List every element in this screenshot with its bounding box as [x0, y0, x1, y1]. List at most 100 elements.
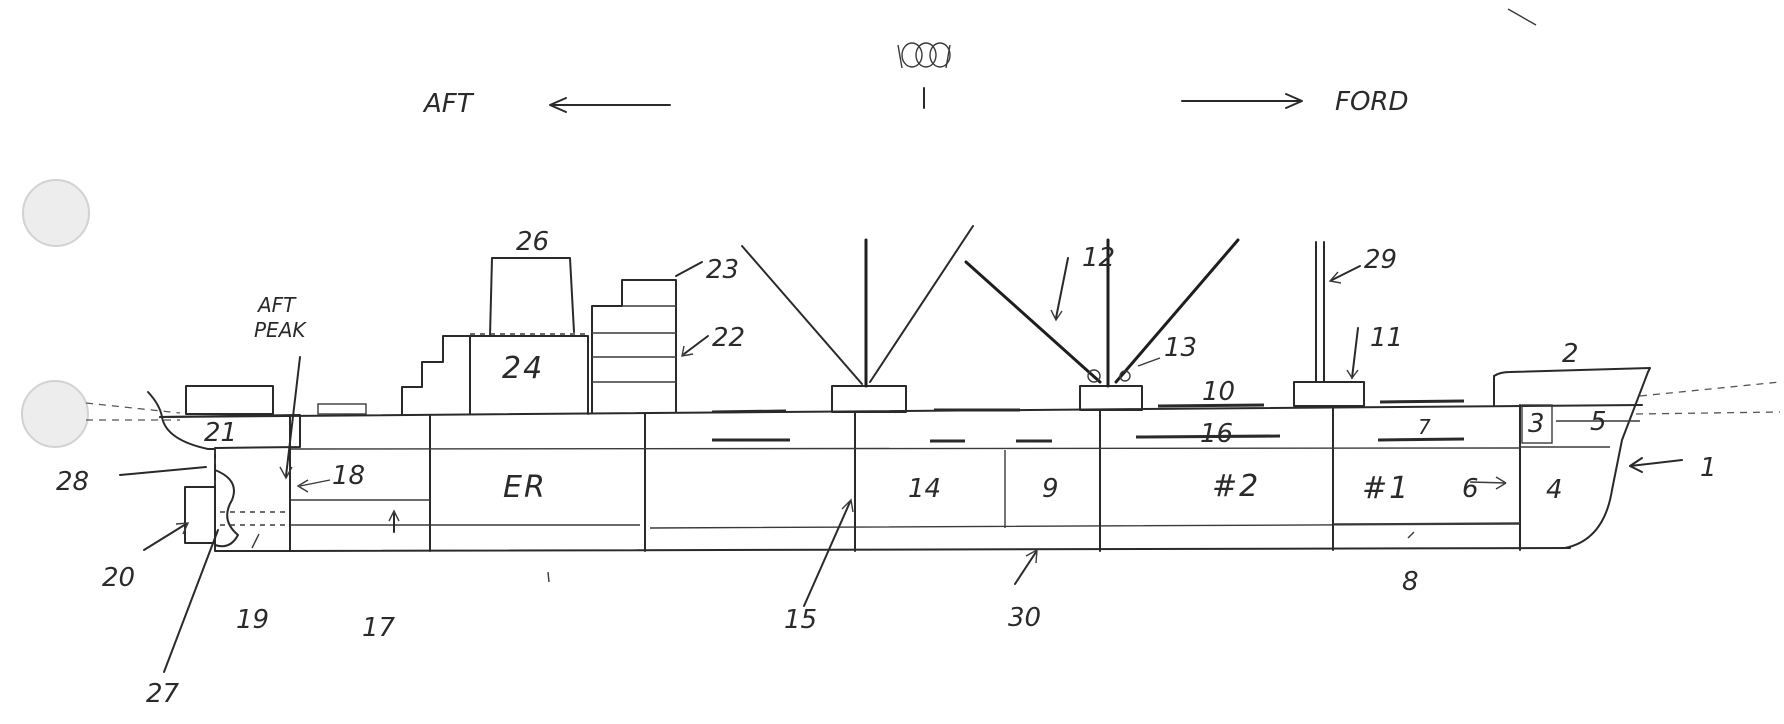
- hatch-7-lower: [1377, 437, 1465, 442]
- stray-mark: [547, 571, 550, 583]
- house-24: [469, 335, 589, 415]
- leader-30: [1014, 551, 1037, 585]
- label-engine-room: ER: [503, 470, 547, 505]
- tank-top-line: [290, 523, 1521, 529]
- label-8: 8: [1402, 567, 1419, 597]
- hatch-covers: [711, 399, 1465, 443]
- tween-deck-line: [289, 447, 1521, 450]
- label-3: 3: [1528, 409, 1545, 439]
- compartment-3: [1521, 404, 1553, 444]
- shaft-dashed: [220, 511, 290, 526]
- label-13: 13: [1164, 333, 1197, 363]
- aft-direction: AFT: [422, 89, 671, 119]
- boom-mid-right: [1114, 238, 1240, 384]
- leader-29: [1331, 265, 1361, 281]
- label-17: 17: [362, 613, 396, 643]
- leader-28: [119, 466, 207, 476]
- label-27: 27: [146, 679, 180, 709]
- boom-aft-right: [869, 225, 974, 383]
- label-19: 19: [236, 605, 269, 635]
- label-15: 15: [784, 605, 817, 635]
- funnel: [489, 257, 575, 337]
- label-24: 24: [502, 351, 544, 386]
- waterline-fwd-upper: [1639, 381, 1781, 397]
- leader-19: [251, 533, 260, 549]
- hatch-aft: [711, 409, 787, 414]
- labels: AFT PEAK ER #2 #1 1 2 3 4 5 6 7 8 9 10 1…: [56, 227, 1717, 709]
- forecastle-deck: [1493, 367, 1651, 377]
- stern-lower: [214, 448, 291, 552]
- block-13-right: [1119, 370, 1131, 382]
- label-12: 12: [1082, 243, 1115, 273]
- label-2: 2: [1562, 339, 1579, 369]
- label-29: 29: [1364, 245, 1397, 275]
- stern-counter: [147, 391, 216, 450]
- hold-1-tank-line: [1332, 522, 1521, 525]
- aft-skylight: [317, 403, 367, 415]
- label-6: 6: [1462, 474, 1479, 504]
- mast-fwd: [1315, 241, 1325, 383]
- label-aft-peak-2: PEAK: [254, 318, 307, 342]
- label-23: 23: [706, 255, 739, 285]
- bridge-decks: [592, 305, 676, 383]
- bridge-block: [591, 279, 677, 413]
- superstructure: [185, 257, 677, 415]
- boom-aft-left: [741, 245, 863, 385]
- leader-11: [1351, 327, 1359, 379]
- label-21: 21: [204, 418, 237, 448]
- waterline-fwd-lower: [1635, 411, 1781, 415]
- hatch-7: [1379, 399, 1465, 404]
- forward-arrow-head: [1285, 93, 1303, 109]
- label-30: 30: [1008, 603, 1041, 633]
- aft-arrow-head: [549, 97, 567, 113]
- block-13-left: [1087, 369, 1101, 383]
- forward-label: FORD: [1335, 87, 1409, 117]
- leader-20: [143, 523, 187, 551]
- label-11: 11: [1370, 323, 1403, 353]
- propeller: [214, 469, 239, 548]
- label-7: 7: [1418, 415, 1431, 439]
- label-22: 22: [712, 323, 745, 353]
- rudder: [184, 486, 216, 544]
- label-14: 14: [908, 474, 941, 504]
- mast-house-mid: [1079, 385, 1143, 411]
- leader-27: [163, 529, 219, 673]
- label-26: 26: [516, 227, 549, 257]
- waterline-aft-upper: [85, 402, 181, 414]
- leader-aft-peak: [285, 356, 301, 477]
- label-4: 4: [1546, 475, 1563, 505]
- house-steps: [401, 335, 471, 415]
- rigging: [741, 225, 1365, 413]
- label-5: 5: [1590, 407, 1607, 437]
- leader-12: [1055, 257, 1069, 319]
- leader-22: [683, 335, 709, 355]
- leader-18: [299, 479, 331, 487]
- leader-13: [1137, 357, 1161, 367]
- leader-15: [803, 501, 851, 607]
- mast-house-fwd: [1293, 381, 1365, 407]
- stray-pen-mark: [1507, 8, 1537, 26]
- leader-1: [1629, 459, 1683, 467]
- label-hold-1: #1: [1362, 471, 1410, 506]
- hatch-16: [1135, 434, 1281, 439]
- leader-23: [675, 261, 703, 277]
- leader-lines: [119, 257, 1683, 673]
- handcuffs-icon: [897, 42, 951, 109]
- hatch-10: [1157, 403, 1265, 408]
- label-1: 1: [1700, 453, 1717, 483]
- leader-8: [1407, 531, 1415, 539]
- bow-stem: [1564, 371, 1649, 549]
- hull: [147, 367, 1651, 552]
- label-18: 18: [332, 461, 365, 491]
- aft-cabin: [185, 385, 274, 415]
- aft-label: AFT: [422, 89, 475, 119]
- binder-hole-top: [22, 179, 90, 247]
- label-9: 9: [1042, 474, 1059, 504]
- label-hold-2: #2: [1212, 469, 1260, 504]
- label-aft-peak-1: AFT: [256, 293, 297, 317]
- keel-line: [289, 547, 1571, 552]
- label-16: 16: [1200, 419, 1233, 449]
- mast-house-aft: [831, 385, 907, 413]
- label-10: 10: [1202, 377, 1235, 407]
